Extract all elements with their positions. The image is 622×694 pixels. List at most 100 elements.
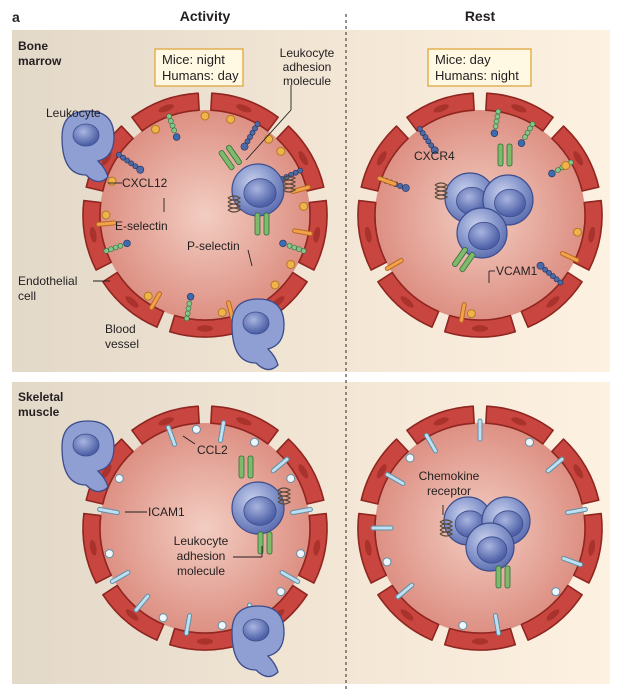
endothelial-nucleus [298, 151, 309, 166]
endothelial-cell [572, 199, 603, 271]
label-chemokine-receptor: Chemokine receptor [419, 469, 480, 498]
endothelial-nucleus [364, 226, 372, 243]
endothelial-cell [210, 92, 279, 132]
chemokine-receptor [277, 487, 292, 505]
endothelial-nucleus [376, 464, 387, 479]
pselectin-molecule [490, 108, 502, 137]
chemokine-dot [104, 549, 114, 559]
chemokine-dot [226, 114, 236, 124]
svg-text:Humans: night: Humans: night [435, 68, 519, 83]
row-label-muscle: muscle [18, 405, 60, 419]
chemokine-dot [458, 620, 468, 630]
label-ccl2: CCL2 [197, 443, 228, 457]
endothelial-nucleus [125, 609, 139, 621]
endothelial-nucleus [400, 296, 414, 308]
pselectin-molecule [166, 113, 181, 141]
endothelial-nucleus [546, 296, 560, 308]
endothelial-nucleus [472, 325, 488, 332]
chemokine-dot [200, 111, 210, 121]
endothelial-nucleus [313, 226, 321, 243]
chemokine-receptor [227, 195, 242, 213]
chemokine-dot [250, 437, 259, 447]
pselectin-molecule [517, 121, 536, 147]
chemokine-receptor [282, 175, 297, 193]
chemokine-dot [217, 307, 227, 317]
selectin-molecule [116, 151, 145, 174]
chemokine-dot [525, 437, 534, 447]
endothelial-nucleus [158, 104, 174, 113]
chemokine-dot [276, 146, 286, 156]
label-cxcl12: CXCL12 [122, 176, 168, 190]
endothelial-nucleus [158, 417, 174, 426]
adhesion-dimer [238, 455, 254, 479]
row-label-bone: Bone [18, 39, 48, 53]
chemokine-dot [296, 549, 306, 559]
adhesion-dimer [218, 144, 242, 171]
endothelial-cell [297, 512, 328, 584]
extravasating-leukocyte [231, 605, 285, 678]
svg-text:Blood: Blood [105, 322, 136, 336]
activity-time-box: Mice: night Humans: day [154, 48, 244, 87]
selectin-molecule [240, 121, 261, 151]
endothelial-nucleus [588, 539, 596, 556]
endothelial-nucleus [433, 417, 449, 426]
extravasating-leukocyte [61, 420, 115, 493]
endothelial-nucleus [125, 296, 139, 308]
svg-text:Mice: day: Mice: day [435, 52, 491, 67]
rest-time-box: Mice: day Humans: night [427, 48, 532, 87]
endothelial-cell [406, 92, 475, 132]
chemokine-dot [276, 587, 286, 597]
endothelial-cell [131, 92, 200, 132]
svg-text:Chemokine: Chemokine [419, 469, 480, 483]
endothelial-nucleus [573, 464, 584, 479]
chemokine-dot [572, 227, 582, 237]
chemokine-receptor [434, 182, 449, 200]
chemokine-dot [466, 309, 476, 319]
chemokine-dot [151, 124, 160, 134]
chemokine-dot [270, 280, 280, 290]
endothelial-cell [357, 512, 388, 584]
endothelial-nucleus [236, 104, 252, 113]
vessel-lumen [100, 110, 310, 320]
selectin-molecule [536, 261, 564, 286]
endothelial-nucleus [197, 325, 213, 332]
label-lam-bottom: Leukocyte adhesion molecule [174, 534, 229, 578]
chemokine-dot [561, 161, 571, 170]
leader-lines [93, 85, 495, 558]
endothelial-nucleus [588, 226, 596, 243]
extravasating-leukocyte [61, 110, 115, 183]
chemokine-dot [191, 424, 201, 434]
endothelial-cell [357, 199, 388, 271]
endothelial-cell [131, 405, 200, 445]
svg-text:adhesion: adhesion [283, 60, 332, 74]
adhesion-dimer [495, 565, 511, 589]
label-icam1: ICAM1 [148, 505, 185, 519]
endothelial-cell [485, 405, 554, 445]
label-blood-vessel: Blood vessel [105, 322, 139, 351]
svg-text:Leukocyte: Leukocyte [174, 534, 229, 548]
endothelial-nucleus [236, 417, 252, 426]
chemokine-dot [286, 260, 296, 269]
endothelial-nucleus [101, 464, 112, 479]
leukocyte-cell [231, 163, 285, 217]
endothelial-nucleus [376, 151, 387, 166]
chemokine-dot [264, 134, 274, 144]
pselectin-molecule [183, 293, 195, 322]
pselectin-molecule [103, 239, 131, 254]
svg-text:molecule: molecule [177, 564, 225, 578]
svg-text:Leukocyte: Leukocyte [280, 46, 335, 60]
endothelial-nucleus [197, 638, 213, 645]
endothelial-nucleus [511, 417, 527, 426]
endothelial-nucleus [573, 151, 584, 166]
svg-text:adhesion: adhesion [177, 549, 226, 563]
svg-text:receptor: receptor [427, 484, 471, 498]
chemokine-dot [382, 557, 392, 567]
endothelial-nucleus [313, 539, 321, 556]
endothelial-nucleus [89, 539, 97, 556]
endothelial-nucleus [400, 609, 414, 621]
label-lam-top: Leukocyte adhesion molecule [280, 46, 335, 88]
row-label-marrow: marrow [18, 54, 62, 68]
vessel-bone-activity [82, 92, 328, 338]
label-leukocyte: Leukocyte [46, 106, 101, 120]
